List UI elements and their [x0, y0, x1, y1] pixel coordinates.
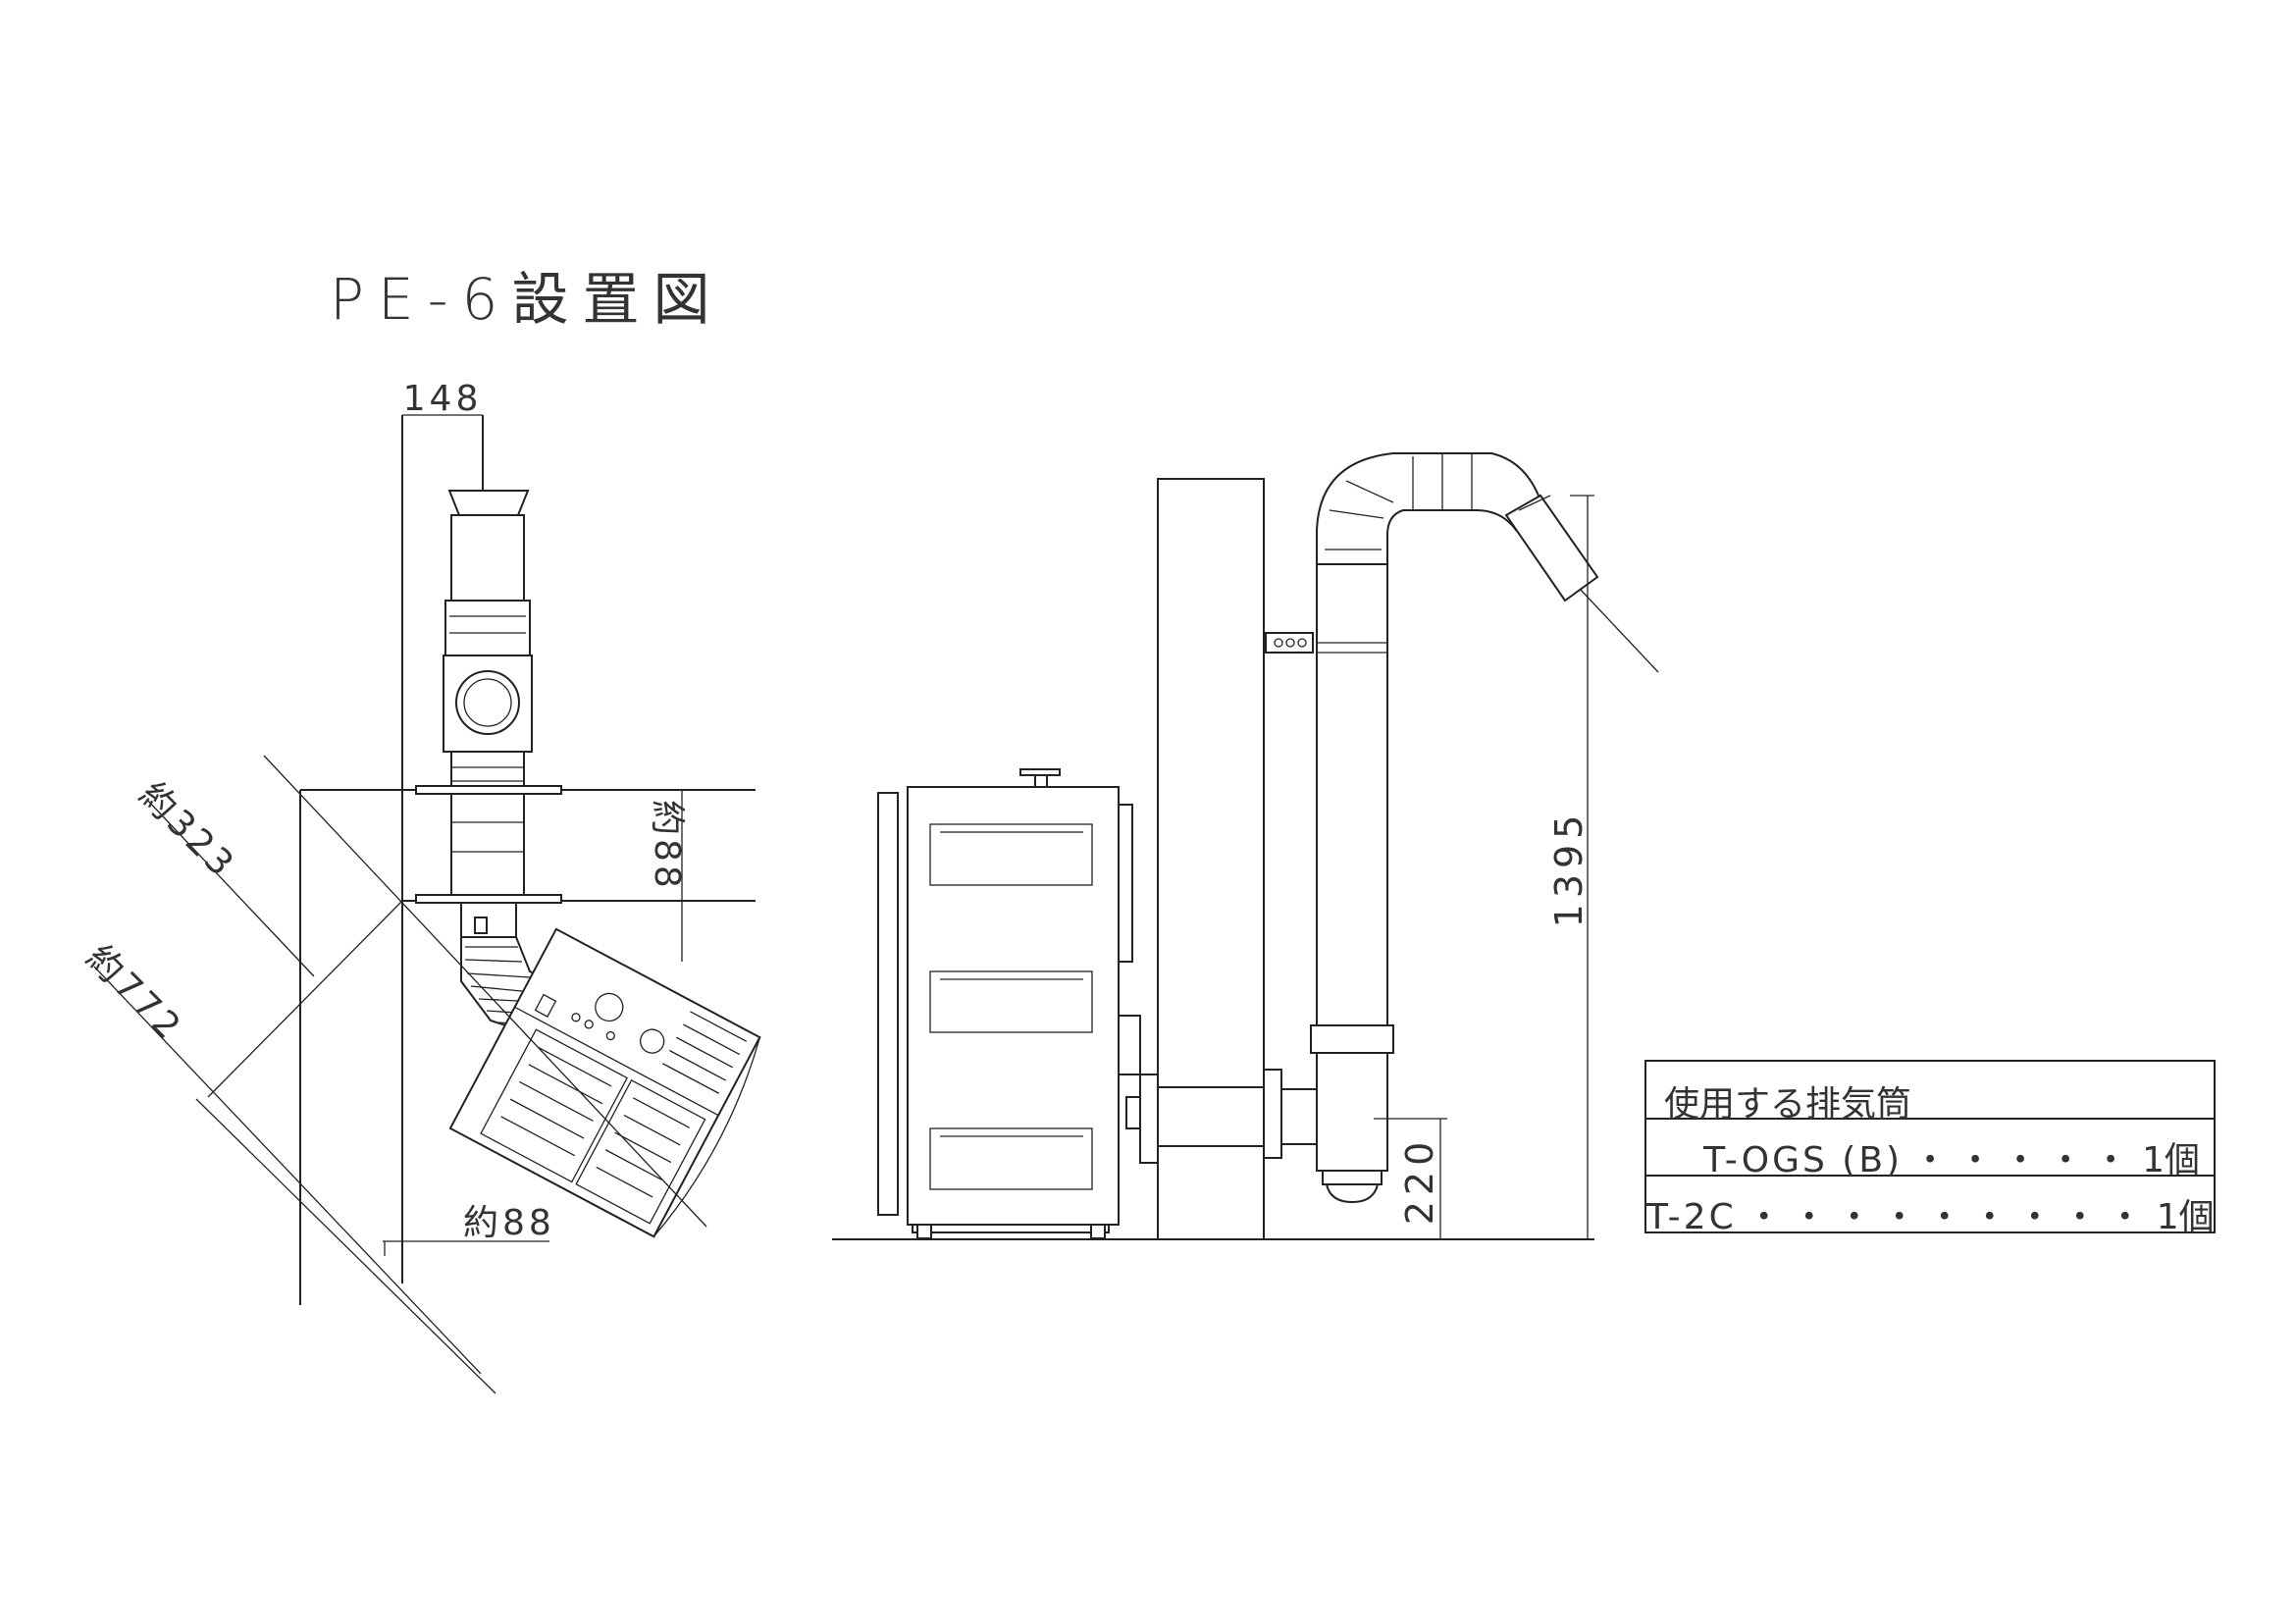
plan-diagonal-line	[263, 755, 707, 1228]
page-title: PE-6設置図	[330, 266, 724, 333]
dim-88-right: 約88	[647, 800, 687, 892]
part-count: 1個	[2142, 1140, 2200, 1180]
plan-diagonal-line	[195, 1098, 496, 1394]
side-heater-body	[877, 768, 1141, 1239]
leader-dots: ・・・・・・・・・	[1746, 1197, 2153, 1237]
dim-1395: 1395	[1547, 810, 1591, 928]
dim-line-1395	[1579, 588, 1659, 673]
part-name: T-OGS (B)	[1703, 1140, 1904, 1180]
table-row: T-2C・・・・・・・・・1個	[1646, 1177, 2215, 1237]
dim-88-bottom: 約88	[463, 1203, 555, 1243]
plan-diagonal-line	[207, 900, 403, 1098]
side-flue-horizontal	[1125, 1069, 1322, 1164]
dim-line-772	[93, 966, 482, 1375]
leader-dots: ・・・・・	[1912, 1140, 2139, 1180]
part-name: T-2C	[1646, 1197, 1737, 1237]
plan-heater-body	[448, 927, 761, 1238]
dim-line-323	[146, 799, 315, 977]
table-header: 使用する排気筒	[1646, 1062, 2214, 1125]
flue-parts-table: 使用する排気筒 T-OGS (B)・・・・・1個 T-2C・・・・・・・・・1個	[1644, 1060, 2216, 1237]
plan-view: 148 約323 約772 約88 約88	[78, 379, 761, 1394]
side-flue-vertical	[1265, 452, 1599, 1204]
side-elevation: 1395 220	[832, 452, 1659, 1240]
part-count: 1個	[2156, 1197, 2215, 1237]
dim-220: 220	[1398, 1136, 1441, 1226]
table-row: T-OGS (B)・・・・・1個	[1646, 1120, 2214, 1180]
dim-148: 148	[403, 379, 483, 419]
dim-323: 約323	[131, 774, 243, 886]
dim-772: 約772	[78, 937, 190, 1049]
